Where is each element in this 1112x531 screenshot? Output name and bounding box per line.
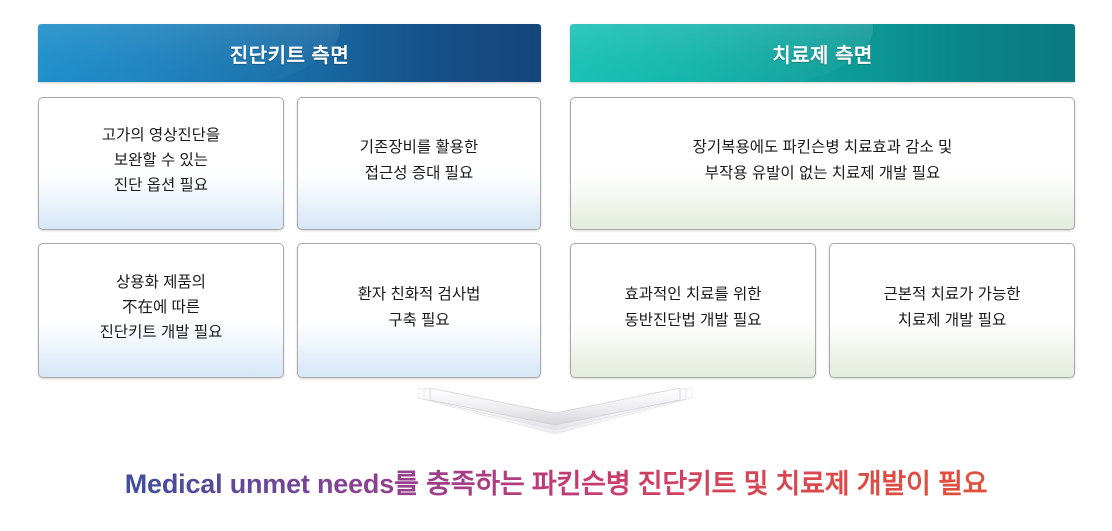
need-box-text: 장기복용에도 파킨슨병 치료효과 감소 및 부작용 유발이 없는 치료제 개발 … bbox=[692, 139, 953, 182]
panel-title-therapeutics: 치료제 측면 bbox=[772, 44, 873, 67]
panel-title-diagnostic-kit: 진단키트 측면 bbox=[229, 44, 350, 67]
need-box-text: 근본적 치료가 가능한 치료제 개발 필요 bbox=[883, 286, 1021, 329]
panel-header-therapeutics: 치료제 측면 bbox=[570, 24, 1075, 82]
need-box: 근본적 치료가 가능한 치료제 개발 필요 bbox=[829, 243, 1075, 378]
need-box: 장기복용에도 파킨슨병 치료효과 감소 및 부작용 유발이 없는 치료제 개발 … bbox=[570, 97, 1075, 230]
need-box-text: 환자 친화적 검사법 구축 필요 bbox=[357, 286, 481, 329]
need-box: 효과적인 치료를 위한 동반진단법 개발 필요 bbox=[570, 243, 816, 378]
chevron-down-icon bbox=[417, 388, 693, 435]
need-box-text: 기존장비를 활용한 접근성 증대 필요 bbox=[359, 139, 479, 182]
need-box-text: 상용화 제품의 不在에 따른 진단키트 개발 필요 bbox=[99, 273, 223, 342]
need-box: 고가의 영상진단을 보완할 수 있는 진단 옵션 필요 bbox=[38, 97, 284, 230]
need-box: 기존장비를 활용한 접근성 증대 필요 bbox=[297, 97, 541, 230]
need-box: 상용화 제품의 不在에 따른 진단키트 개발 필요 bbox=[38, 243, 284, 378]
panel-header-diagnostic-kit: 진단키트 측면 bbox=[38, 24, 541, 82]
need-box-text: 고가의 영상진단을 보완할 수 있는 진단 옵션 필요 bbox=[101, 126, 221, 195]
need-box: 환자 친화적 검사법 구축 필요 bbox=[297, 243, 541, 378]
conclusion-statement: Medical unmet needs를 충족하는 파킨슨병 진단키트 및 치료… bbox=[0, 462, 1112, 501]
need-box-text: 효과적인 치료를 위한 동반진단법 개발 필요 bbox=[624, 286, 762, 329]
